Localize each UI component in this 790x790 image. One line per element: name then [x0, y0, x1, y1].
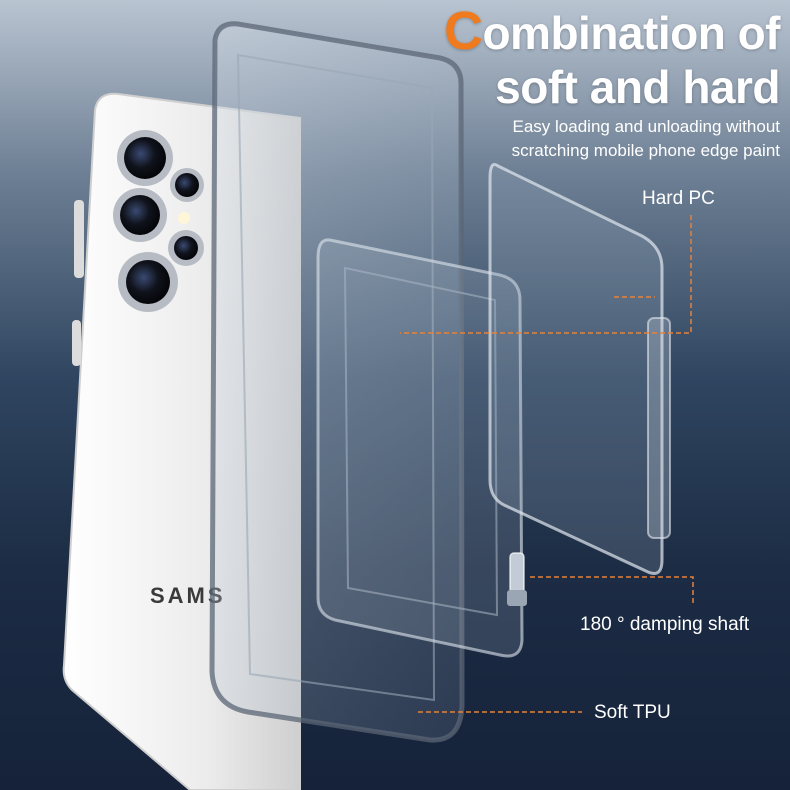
subtitle: Easy loading and unloading without scrat… — [512, 115, 780, 163]
card-slot-insert — [316, 238, 524, 658]
side-button — [72, 320, 81, 366]
headline: Combination of soft and hard — [443, 1, 781, 114]
headline-accent-letter: C — [443, 1, 483, 61]
camera-lens-icon — [113, 188, 167, 242]
flash-icon — [178, 212, 190, 224]
side-button — [74, 200, 84, 278]
camera-lens-icon — [117, 130, 173, 186]
soft-tpu-frame — [209, 21, 465, 743]
subtitle-line2: scratching mobile phone edge paint — [511, 141, 780, 160]
headline-line1: ombination of — [482, 7, 780, 59]
callout-damping-shaft: 180 ° damping shaft — [580, 614, 750, 635]
camera-lens-icon — [168, 230, 204, 266]
camera-lens-icon — [170, 168, 204, 202]
callout-soft-tpu: Soft TPU — [594, 702, 671, 723]
subtitle-line1: Easy loading and unloading without — [512, 117, 780, 136]
camera-module — [113, 130, 204, 312]
headline-line2: soft and hard — [495, 61, 780, 113]
camera-lens-icon — [118, 252, 178, 312]
hinge-rail — [647, 317, 671, 539]
hard-pc-panel — [488, 163, 671, 575]
leader-line-damping-shaft — [530, 576, 694, 603]
leader-line-hard-pc — [400, 215, 692, 334]
damping-shaft — [507, 552, 527, 606]
leader-lines — [400, 215, 694, 713]
callout-hard-pc: Hard PC — [642, 188, 715, 209]
